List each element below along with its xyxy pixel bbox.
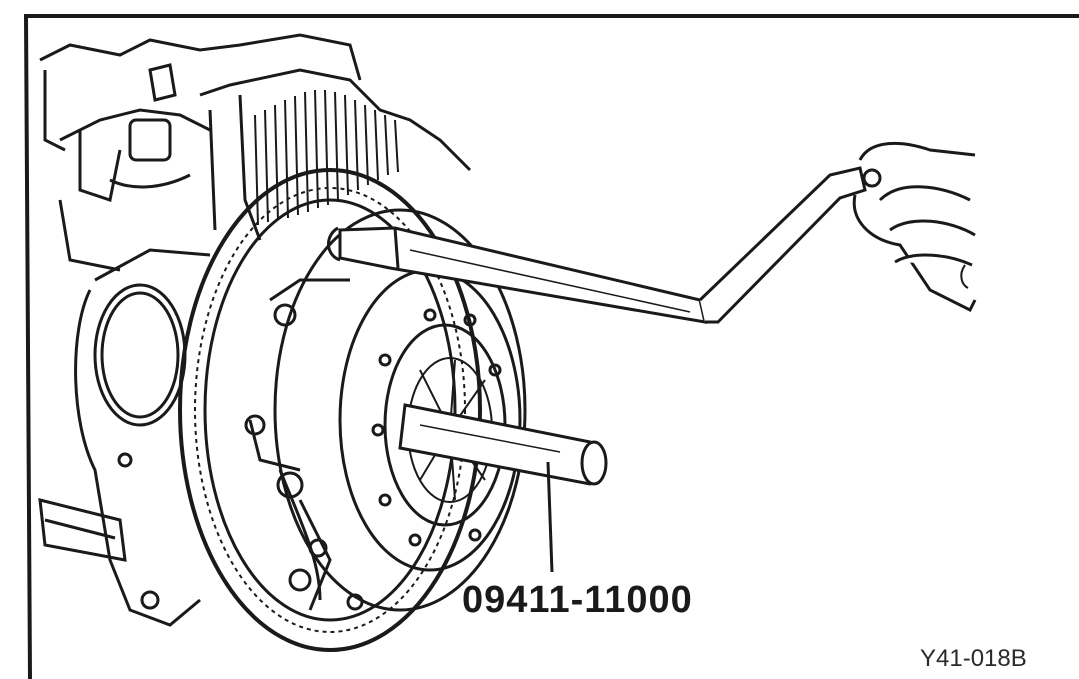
clutch-alignment-tool: [398, 403, 608, 486]
crank-wrench: [327, 166, 867, 324]
figure-code: Y41-018B: [920, 645, 1027, 672]
hand: [852, 141, 977, 313]
engine-block: [39, 33, 472, 272]
engine-rear-plate: [38, 248, 211, 627]
clutch-cover: [244, 208, 527, 612]
figure-border: [24, 14, 1079, 679]
engine-block-ribs: [254, 89, 399, 226]
part-number-leader-line: [546, 461, 554, 573]
tool-part-number-label: 09411-11000: [462, 579, 693, 621]
